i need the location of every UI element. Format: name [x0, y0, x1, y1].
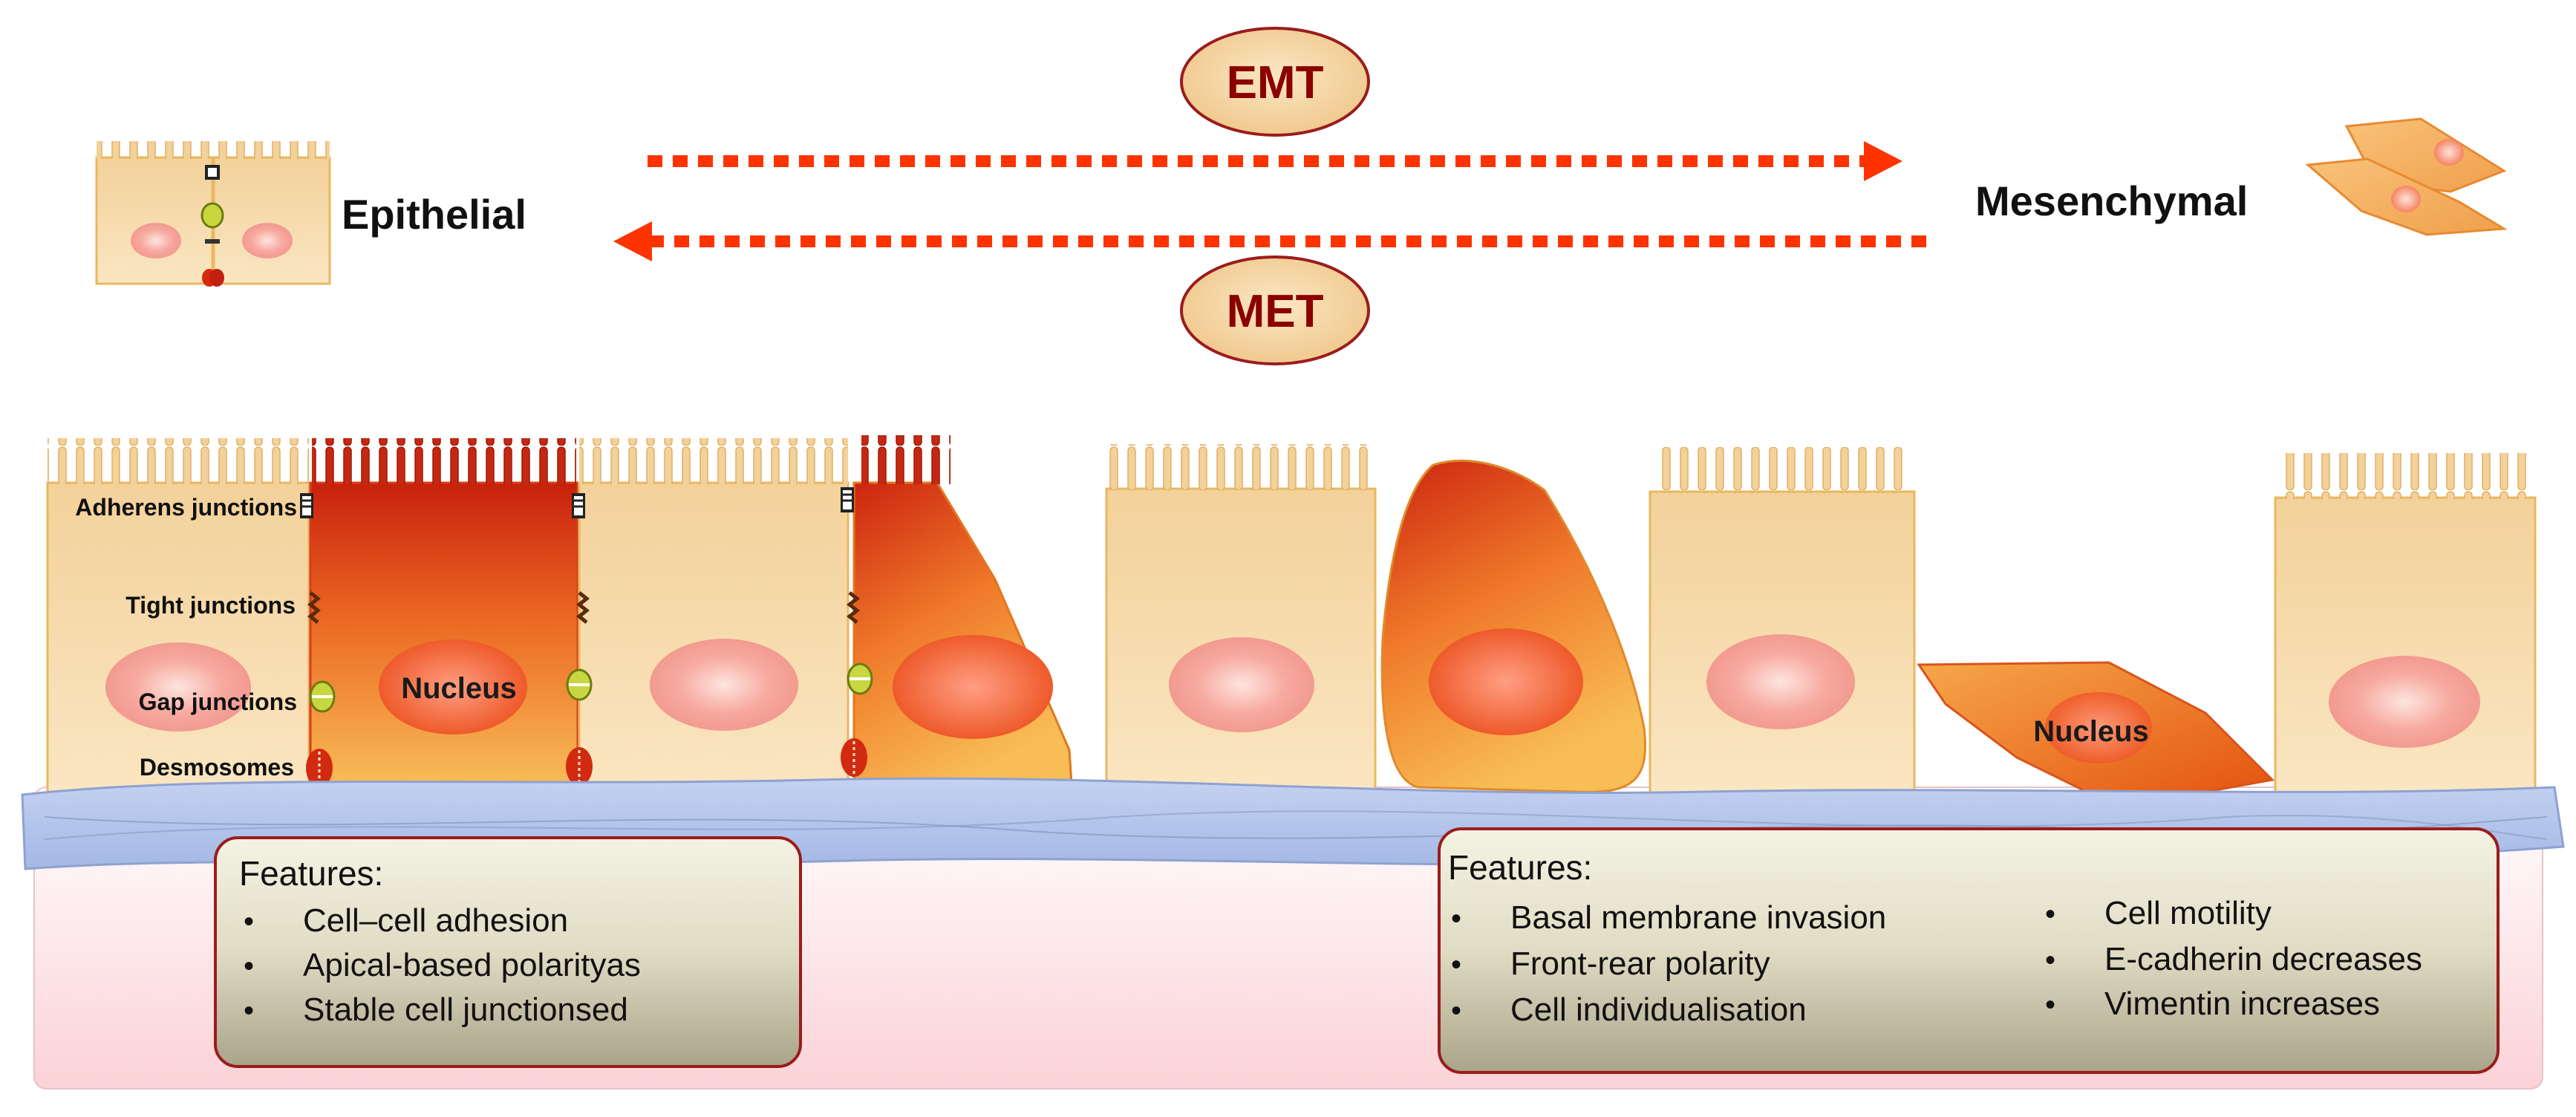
- features-right-title: Features:: [1448, 848, 1592, 887]
- features-right-item-1: Basal membrane invasion: [1510, 899, 1886, 936]
- detaching-cell: [1380, 459, 1647, 793]
- bullet: •: [1451, 948, 1461, 981]
- transitional-cell-2: [852, 435, 1074, 796]
- emt-label: EMT: [1227, 57, 1324, 108]
- epithelial-cell-4: [1649, 447, 1916, 796]
- gap-junctions-label: Gap junctions: [139, 688, 297, 715]
- met-label: MET: [1227, 286, 1324, 337]
- features-left-item-1: Cell–cell adhesion: [303, 902, 568, 939]
- adherens-junctions-label: Adherens junctions: [75, 494, 297, 521]
- met-oval: MET: [1180, 255, 1370, 365]
- features-right-item-6: Vimentin increases: [2104, 986, 2380, 1022]
- transitional-cell-1: Nucleus: [309, 438, 579, 796]
- features-left-item-2: Apical-based polarityas: [303, 947, 641, 983]
- bullet: •: [244, 994, 254, 1027]
- emt-oval: EMT: [1180, 27, 1370, 137]
- features-left-title: Features:: [239, 854, 383, 893]
- features-right-item-4: Cell motility: [2104, 895, 2272, 931]
- nucleus-label-2: Nucleus: [2033, 715, 2149, 748]
- features-right-item-3: Cell individualisation: [1510, 991, 1807, 1028]
- features-right-item-5: E-cadherin decreases: [2104, 941, 2422, 977]
- nucleus-label-1: Nucleus: [401, 672, 517, 705]
- top-mesenchymal-icon: [2305, 117, 2508, 236]
- features-right-box: Features: • Basal membrane invasion • Fr…: [1438, 827, 2500, 1074]
- bullet: •: [2045, 989, 2055, 1021]
- bullet: •: [244, 950, 254, 983]
- top-epithelial-icon: [95, 141, 331, 287]
- desmosome-icons: [306, 738, 867, 787]
- mesenchymal-cell: Nucleus: [1917, 661, 2275, 801]
- features-left-box: Features: • Cell–cell adhesion • Apical-…: [214, 836, 802, 1068]
- epithelial-cell-3: [1105, 444, 1377, 796]
- tight-junction-icons: [307, 591, 861, 624]
- epithelial-cell-1: [46, 438, 310, 796]
- epithelial-cell-2: [578, 438, 850, 796]
- adherens-junction-icons: [300, 487, 854, 518]
- emt-arrow: [648, 141, 1902, 181]
- bullet: •: [2045, 944, 2055, 977]
- epithelial-label: Epithelial: [342, 191, 526, 238]
- bullet: •: [2045, 898, 2055, 931]
- features-left-item-3: Stable cell junctionsed: [303, 991, 628, 1028]
- desmosomes-label: Desmosomes: [140, 754, 294, 781]
- features-right-item-2: Front-rear polarity: [1510, 945, 1770, 982]
- epithelial-cell-5: [2274, 453, 2537, 796]
- gap-junction-icons: [309, 662, 873, 713]
- met-arrow: [613, 221, 1926, 261]
- tight-junctions-label: Tight junctions: [125, 592, 296, 619]
- bullet: •: [1451, 994, 1461, 1027]
- mesenchymal-label: Mesenchymal: [1975, 178, 2248, 224]
- bullet: •: [1451, 902, 1461, 935]
- bullet: •: [244, 905, 254, 938]
